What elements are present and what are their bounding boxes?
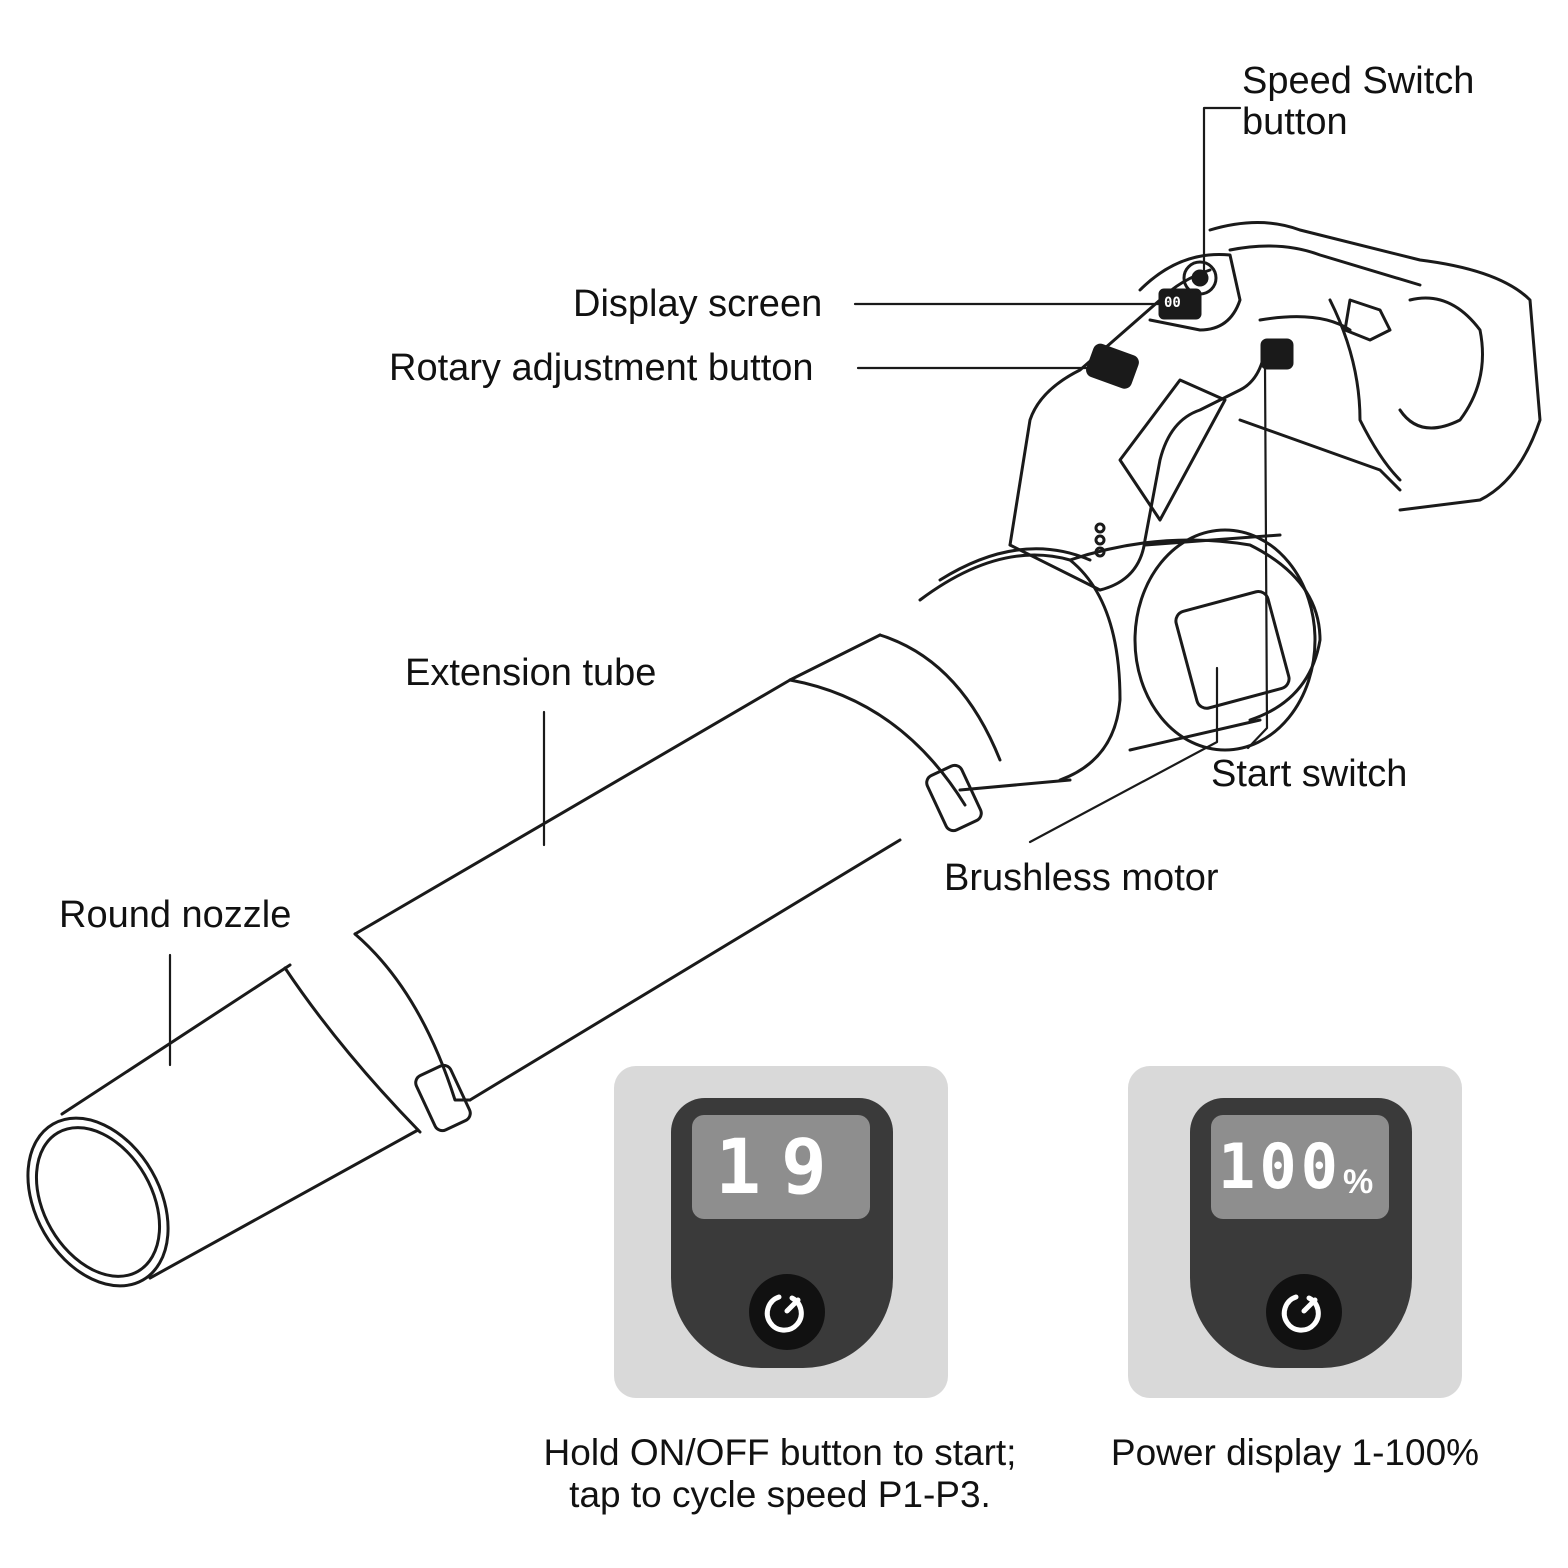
- leader-lines: [168, 106, 1269, 1067]
- extension-tube: [353, 633, 1072, 1133]
- caption-speed-line1: Hold ON/OFF button to start;: [543, 1432, 1017, 1473]
- speed-switch-label-line2: button: [1242, 101, 1348, 143]
- speed-display-panel: 19: [614, 1066, 948, 1398]
- round-nozzle-label: Round nozzle: [59, 894, 292, 936]
- caption-power: Power display 1-100%: [1110, 1432, 1480, 1473]
- control-pad: 19: [671, 1098, 893, 1368]
- lcd-percent-sign: %: [1343, 1163, 1374, 1201]
- display-screen-label: Display screen: [573, 283, 823, 325]
- rotary-button-label: Rotary adjustment button: [389, 347, 814, 389]
- control-pad: 100 %: [1190, 1098, 1412, 1368]
- round-nozzle: [26, 963, 422, 1288]
- mini-display-readout: 00: [1164, 295, 1181, 311]
- extension-tube-label: Extension tube: [405, 652, 657, 694]
- power-icon: [1281, 1294, 1321, 1333]
- motor-housing: [918, 528, 1322, 782]
- lcd-speed-value: 19: [715, 1122, 847, 1211]
- lcd-screen: 100 %: [1211, 1115, 1389, 1219]
- brushless-motor-label: Brushless motor: [944, 857, 1219, 899]
- caption-speed-line2: tap to cycle speed P1-P3.: [569, 1474, 991, 1515]
- handle-body: [1008, 221, 1542, 592]
- power-button[interactable]: [749, 1274, 825, 1350]
- lcd-power-value: 100: [1218, 1130, 1342, 1203]
- speed-switch-label: Speed Switch: [1242, 60, 1475, 102]
- power-display-panel: 100 %: [1128, 1066, 1462, 1398]
- lcd-screen: 19: [692, 1115, 870, 1219]
- power-icon: [764, 1294, 804, 1333]
- start-switch-label: Start switch: [1211, 753, 1408, 795]
- power-button[interactable]: [1266, 1274, 1342, 1350]
